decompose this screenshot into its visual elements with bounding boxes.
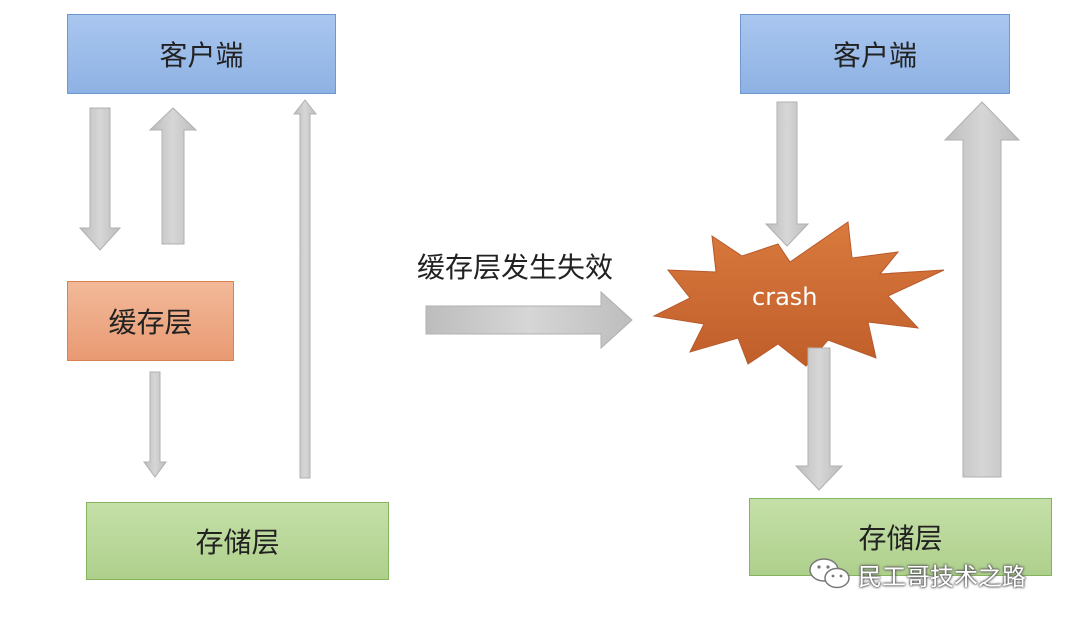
transition-label: 缓存层发生失效	[417, 251, 614, 284]
arrow-crash-to-storage	[794, 347, 844, 491]
arrow-client-to-crash	[764, 101, 810, 247]
client-box-right: 客户端	[740, 14, 1010, 94]
storage-box-right: 存储层	[749, 498, 1052, 576]
arrow-storage-to-client-right	[943, 101, 1021, 478]
watermark-text: 民工哥技术之路	[858, 562, 1026, 591]
watermark: 民工哥技术之路	[808, 556, 1026, 592]
arrow-client-to-cache	[78, 107, 122, 251]
client-label-right: 客户端	[832, 39, 917, 72]
client-label-left: 客户端	[159, 39, 244, 72]
client-box-left: 客户端	[67, 14, 336, 94]
storage-box-left: 存储层	[86, 502, 389, 580]
arrow-cache-to-client	[148, 107, 198, 245]
arrow-cache-to-storage	[143, 371, 167, 478]
crash-label: crash	[752, 283, 818, 311]
crash-burst	[652, 221, 945, 367]
transition-arrow	[425, 290, 633, 350]
storage-label-right: 存储层	[858, 522, 943, 555]
storage-label-left: 存储层	[195, 526, 280, 559]
cache-label-left: 缓存层	[108, 306, 193, 339]
cache-box-left: 缓存层	[67, 281, 234, 361]
wechat-icon	[809, 558, 850, 589]
arrow-storage-to-client	[292, 99, 318, 479]
